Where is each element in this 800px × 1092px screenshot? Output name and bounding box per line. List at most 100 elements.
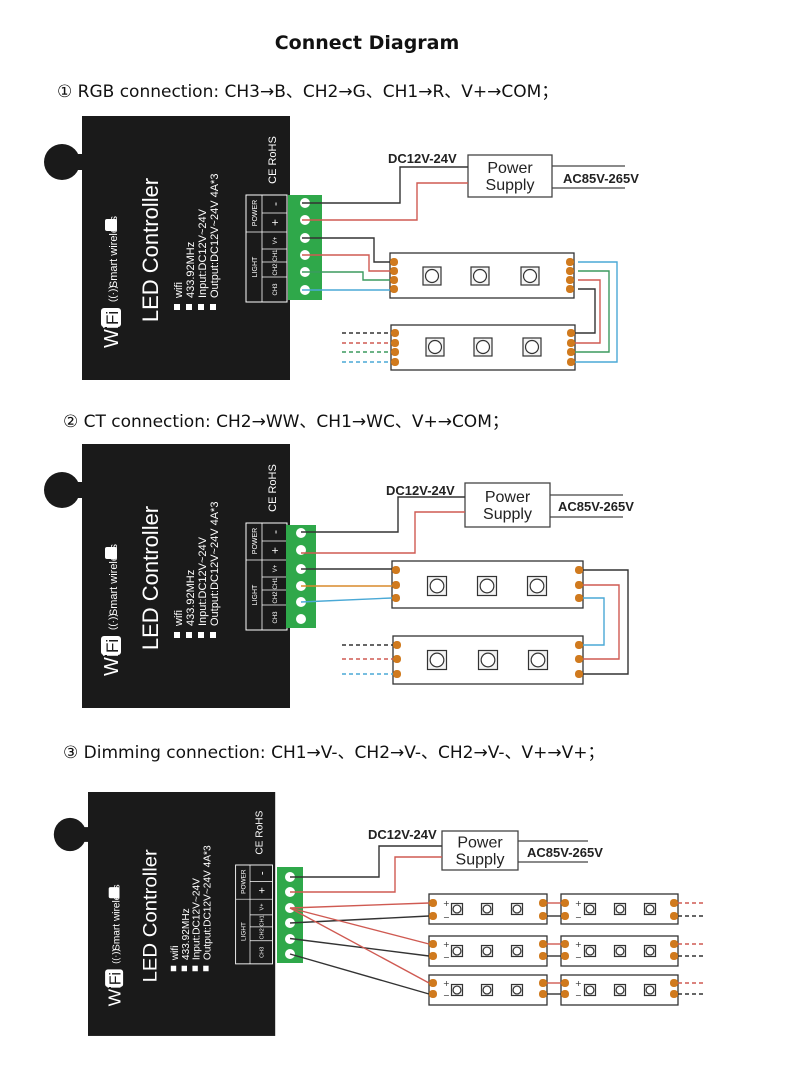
power-label: POWER xyxy=(252,528,259,554)
polarity-label: + xyxy=(443,899,450,908)
spec-line: 433.92MHz xyxy=(181,908,192,960)
wire-channel xyxy=(289,915,430,924)
solder-pad xyxy=(566,267,574,275)
led-strip xyxy=(560,935,679,967)
wire-green xyxy=(302,271,390,281)
wire-vplus-branch xyxy=(289,907,430,945)
solder-pad xyxy=(391,358,399,366)
wifi-logo-text: Wi xyxy=(104,985,125,1007)
ac-voltage-label: AC85V-265V xyxy=(558,499,634,514)
cert-label: CE RoHS xyxy=(255,810,266,854)
channel-label: V+ xyxy=(556,357,565,367)
led-lens xyxy=(475,339,491,355)
solder-pad xyxy=(393,641,401,649)
wire-power-negative xyxy=(302,166,468,204)
terminal-cell-label: CH2 xyxy=(273,263,279,276)
led-strip xyxy=(560,893,679,925)
power-label: POWER xyxy=(241,869,248,894)
channel-label: V+ xyxy=(563,669,572,679)
solder-pad xyxy=(670,990,678,998)
terminal-block xyxy=(277,867,303,963)
section-heading-dimming: ③ Dimming connection: CH1→V-、CH2→V-、CH2→… xyxy=(63,743,605,763)
dc-voltage-label: DC12V-24V xyxy=(386,483,455,498)
solder-pad xyxy=(393,670,401,678)
ac-voltage-label: AC85V-265V xyxy=(527,845,603,860)
led-lens xyxy=(615,904,625,914)
led-strip xyxy=(389,252,575,299)
solder-pad xyxy=(567,329,575,337)
led-lens xyxy=(479,578,495,594)
light-label: LIGHT xyxy=(252,584,259,605)
solder-pad xyxy=(393,655,401,663)
solder-pad xyxy=(575,566,583,574)
solder-pad xyxy=(566,285,574,293)
led-lens xyxy=(427,339,443,355)
solder-pad xyxy=(429,899,437,907)
spec-line: wifi xyxy=(173,610,185,627)
dc-voltage-label: DC12V-24V xyxy=(388,151,457,166)
channel-label: R xyxy=(556,349,565,355)
solder-pad xyxy=(539,899,547,907)
power-label: POWER xyxy=(252,200,259,226)
solder-pad xyxy=(539,979,547,987)
channel-label: G xyxy=(556,340,565,346)
polarity-label: − xyxy=(443,913,450,922)
solder-pad xyxy=(429,952,437,960)
led-lens xyxy=(482,946,492,956)
led-lens xyxy=(645,904,655,914)
page-title: Connect Diagram xyxy=(275,32,460,54)
dc-voltage-label: DC12V-24V xyxy=(368,827,437,842)
polarity-label: − xyxy=(443,953,450,962)
led-lens xyxy=(645,985,655,995)
led-lens xyxy=(522,268,538,284)
solder-pad xyxy=(429,912,437,920)
wifi-logo-text: Fi xyxy=(103,311,122,325)
led-lens xyxy=(615,946,625,956)
channel-label: B xyxy=(400,286,409,291)
wire-power-negative xyxy=(301,496,465,533)
spec-line: Input:DC12V~24V xyxy=(197,208,209,298)
knob-stem xyxy=(80,827,92,842)
led-lens xyxy=(585,946,595,956)
terminal-cell-label: + xyxy=(268,547,282,554)
channel-label: B xyxy=(556,330,565,335)
spec-bullet-icon xyxy=(174,632,180,638)
led-strip xyxy=(391,560,584,609)
solder-pad xyxy=(670,912,678,920)
section-heading-rgb: ① RGB connection: CH3→B、CH2→G、CH1→R、V+→C… xyxy=(57,82,558,102)
polarity-label: + xyxy=(443,940,450,949)
solder-pad xyxy=(567,358,575,366)
solder-pad xyxy=(670,940,678,948)
solder-pad xyxy=(561,899,569,907)
wire-power-positive xyxy=(302,182,468,221)
product-name: LED Controller xyxy=(138,506,163,650)
led-lens xyxy=(585,904,595,914)
polarity-label: − xyxy=(575,991,582,1000)
spec-line: Output:DC12V~24V 4A*3 xyxy=(209,174,221,298)
spec-bullet-icon xyxy=(181,965,187,972)
solder-pad xyxy=(390,258,398,266)
led-lens xyxy=(512,985,522,995)
terminal-cell-label: CH1 xyxy=(273,577,279,590)
antenna-knob xyxy=(44,144,80,180)
terminal-cell-label: CH1 xyxy=(273,249,279,262)
solder-pad xyxy=(391,329,399,337)
solder-pad xyxy=(575,655,583,663)
light-label: LIGHT xyxy=(241,922,248,941)
wifi-logo-text: Fi xyxy=(108,972,125,985)
wire-vplus-branch xyxy=(289,902,430,909)
terminal-screw xyxy=(296,614,306,624)
terminal-cell-label: CH2 xyxy=(273,591,279,604)
led-lens xyxy=(480,652,496,668)
led-lens xyxy=(429,578,445,594)
power-supply-label: Supply xyxy=(486,177,535,194)
terminal-body xyxy=(288,195,322,300)
led-lens xyxy=(482,985,492,995)
wire-red-link xyxy=(575,279,601,344)
polarity-label: + xyxy=(575,979,582,988)
solder-pad xyxy=(566,276,574,284)
section-heading-ct: ② CT connection: CH2→WW、CH1→WC、V+→COM； xyxy=(63,412,509,432)
